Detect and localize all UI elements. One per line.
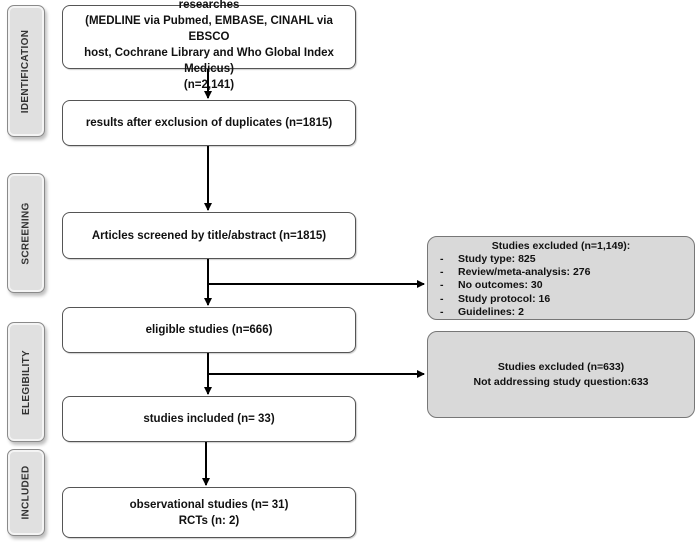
box-included-text: studies included (n= 33) — [143, 413, 275, 425]
box-eligible-text: eligible studies (n=666) — [145, 324, 273, 336]
exclusion-item: Study type: 825 — [438, 253, 684, 266]
exclusion-item: Guidelines: 2 — [438, 306, 684, 319]
box-included: studies included (n= 33) — [62, 396, 356, 442]
box-potentially-relevant-line1: Potentially relevant results by combined… — [178, 0, 240, 11]
stage-included: INCLUDED — [7, 449, 45, 536]
box-final-line1: observational studies (n= 31) — [129, 498, 289, 511]
box-eligible: eligible studies (n=666) — [62, 307, 356, 353]
stage-screening: SCREENING — [7, 173, 45, 293]
box-potentially-relevant-line2: (MEDLINE via Pubmed, EMBASE, CINAHL via … — [85, 15, 333, 43]
box-screened-text: Articles screened by title/abstract (n=1… — [91, 229, 327, 242]
exclusion-box-eligibility: Studies excluded (n=633) Not addressing … — [427, 331, 695, 418]
box-after-duplicates-text: results after exclusion of duplicates (n… — [85, 117, 333, 129]
exclusion-item: Review/meta-analysis: 276 — [438, 266, 684, 279]
exclusion-box-screening: Studies excluded (n=1,149): Study type: … — [427, 236, 695, 320]
stage-identification: IDENTIFICATION — [7, 5, 45, 137]
box-final: observational studies (n= 31) RCTs (n: 2… — [62, 487, 356, 538]
box-after-duplicates: results after exclusion of duplicates (n… — [62, 100, 356, 146]
exclusion-screening-title: Studies excluded (n=1,149): — [491, 240, 631, 252]
exclusion-eligibility-line2: Not addressing study question:633 — [473, 375, 649, 388]
exclusion-screening-list: Study type: 825 Review/meta-analysis: 27… — [438, 253, 684, 319]
exclusion-item: No outcomes: 30 — [438, 279, 684, 292]
exclusion-eligibility-line1: Studies excluded (n=633) — [497, 360, 625, 373]
box-final-line2: RCTs (n: 2) — [178, 514, 240, 527]
exclusion-item: Study protocol: 16 — [438, 293, 684, 306]
stage-elegibility: ELEGIBILITY — [7, 322, 45, 442]
box-screened: Articles screened by title/abstract (n=1… — [62, 212, 356, 259]
